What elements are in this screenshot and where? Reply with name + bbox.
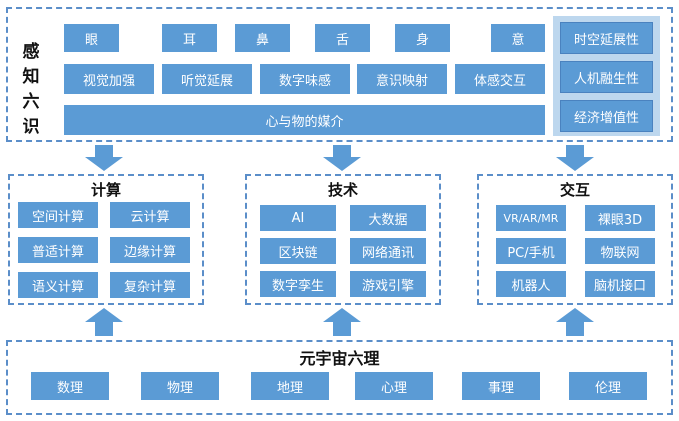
base-geography: 地理	[251, 372, 329, 400]
compute-cloud: 云计算	[110, 202, 190, 228]
tech-section	[245, 174, 441, 305]
compute-spatial: 空间计算	[18, 202, 98, 228]
tech-title: 技术	[327, 181, 358, 199]
base-psychology: 心理	[355, 372, 433, 400]
base-title: 元宇宙六理	[299, 349, 380, 368]
feature-audio: 听觉延展	[162, 64, 252, 94]
arrow-up-tech-icon	[323, 308, 361, 336]
arrow-down-compute-icon	[85, 145, 123, 171]
sense-ear: 耳	[162, 24, 217, 52]
sense-mind: 意	[491, 24, 545, 52]
compute-edge: 边缘计算	[110, 237, 190, 263]
sense-body: 身	[395, 24, 450, 52]
arrow-down-interact-icon	[556, 145, 594, 171]
mind-matter-medium: 心与物的媒介	[64, 105, 545, 135]
tech-big-data: 大数据	[350, 205, 426, 231]
interact-vr-ar-mr: VR/AR/MR	[496, 205, 566, 231]
compute-ubiquitous: 普适计算	[18, 237, 98, 263]
interact-section	[477, 174, 673, 305]
feature-body-interaction: 体感交互	[455, 64, 545, 94]
interact-robot: 机器人	[496, 271, 566, 297]
arrow-up-compute-icon	[85, 308, 123, 336]
feature-visual: 视觉加强	[64, 64, 154, 94]
compute-section	[8, 174, 204, 305]
interact-iot: 物联网	[585, 238, 655, 264]
feature-spacetime: 时空延展性	[560, 22, 653, 54]
interact-pc-phone: PC/手机	[496, 238, 566, 264]
base-affairs: 事理	[462, 372, 540, 400]
interact-title: 交互	[559, 181, 590, 199]
tech-game-engine: 游戏引擎	[350, 271, 426, 297]
base-ethics: 伦理	[569, 372, 647, 400]
sense-nose: 鼻	[235, 24, 290, 52]
tech-network: 网络通讯	[350, 238, 426, 264]
tech-blockchain: 区块链	[260, 238, 336, 264]
tech-digital-twin: 数字孪生	[260, 271, 336, 297]
perception-title: 感知六识	[22, 42, 40, 137]
interact-naked-eye-3d: 裸眼3D	[585, 205, 655, 231]
sense-tongue: 舌	[315, 24, 370, 52]
base-physics: 物理	[141, 372, 219, 400]
arrow-down-tech-icon	[323, 145, 361, 171]
interact-bci: 脑机接口	[585, 271, 655, 297]
feature-taste: 数字味感	[260, 64, 350, 94]
tech-ai: AI	[260, 205, 336, 231]
arrow-up-interact-icon	[556, 308, 594, 336]
perception-section	[6, 7, 673, 142]
compute-title: 计算	[90, 181, 121, 199]
feature-consciousness: 意识映射	[357, 64, 447, 94]
base-section	[6, 340, 673, 415]
base-math: 数理	[31, 372, 109, 400]
compute-complex: 复杂计算	[110, 272, 190, 298]
feature-human-machine: 人机融生性	[560, 61, 653, 93]
sense-eye: 眼	[64, 24, 119, 52]
compute-semantic: 语义计算	[18, 272, 98, 298]
feature-economic: 经济增值性	[560, 100, 653, 132]
